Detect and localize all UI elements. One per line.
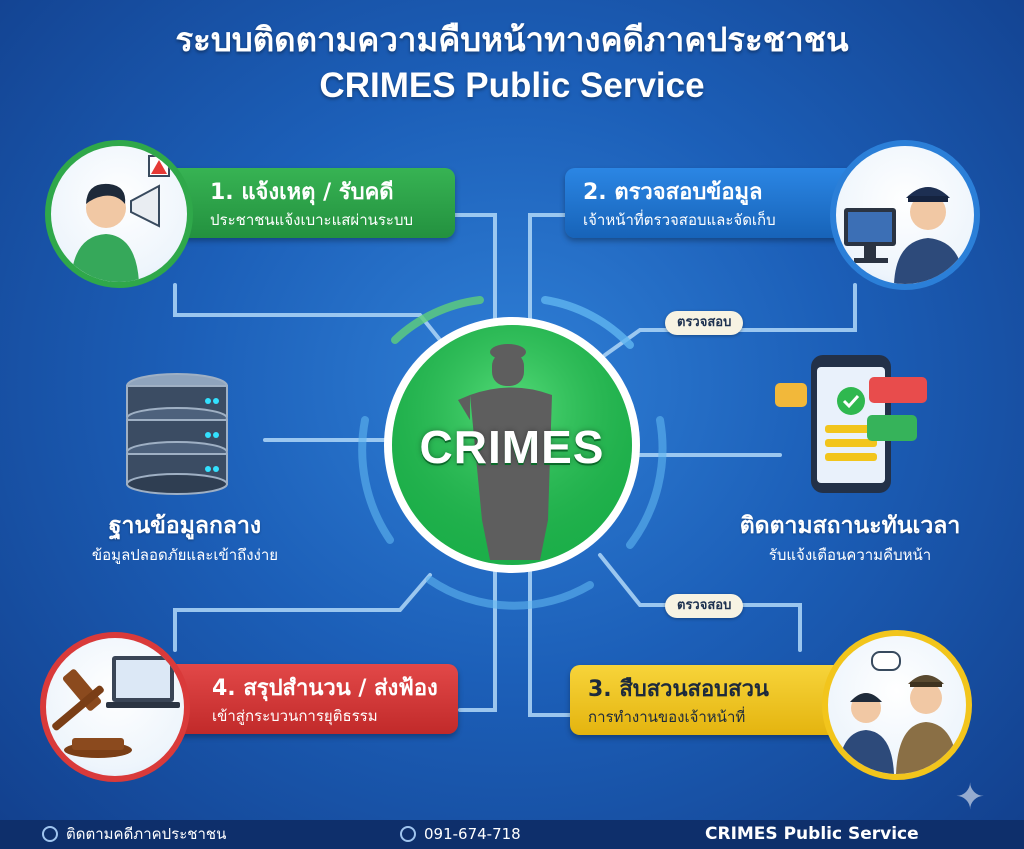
phone-notification-icon — [775, 355, 927, 493]
connector-step3 — [528, 558, 577, 717]
step-3-subtitle: การทำงานของเจ้าหน้าที่ — [588, 708, 746, 726]
database-subtitle: ข้อมูลปลอดภัยและเข้าถึงง่าย — [91, 546, 279, 564]
megaphone-person-icon — [71, 155, 170, 282]
step-2-box: 2. ตรวจสอบข้อมูล เจ้าหน้าที่ตรวจสอบและจั… — [565, 168, 865, 238]
connector-step1-lower — [173, 283, 442, 342]
footer-phone: 091-674-718 — [424, 825, 521, 843]
connector-step2 — [528, 213, 567, 347]
tracking-subtitle: รับแจ้งเตือนความคืบหน้า — [768, 546, 932, 564]
step-1-illustration — [45, 140, 193, 288]
connector-step1 — [453, 213, 497, 347]
police-officers-icon — [838, 651, 958, 774]
step-1-subtitle: ประชาชนแจ้งเบาะแสผ่านระบบ — [210, 211, 414, 229]
step-1-title: 1. แจ้งเหตุ / รับคดี — [210, 180, 394, 205]
tracking-feature: ติดตามสถานะทันเวลา รับแจ้งเตือนความคืบหน… — [700, 510, 1000, 568]
database-feature: ฐานข้อมูลกลาง ข้อมูลปลอดภัยและเข้าถึงง่า… — [40, 510, 330, 568]
footer: ติดตามคดีภาคประชาชน 091-674-718 CRIMES P… — [0, 820, 1024, 849]
title-english: CRIMES Public Service — [319, 66, 705, 105]
connector-step4-lower — [458, 563, 497, 712]
sparkle-icon: ✦ — [955, 777, 986, 818]
step-3-box: 3. สืบสวนสอบสวน การทำงานของเจ้าหน้าที่ — [570, 665, 870, 735]
footer-website: ติดตามคดีภาคประชาชน — [66, 825, 227, 843]
verify-tag-upper: ตรวจสอบ — [665, 311, 744, 335]
step-4-box: 4. สรุปสำนวน / ส่งฟ้อง เข้าสู่กระบวนการย… — [150, 664, 458, 734]
phone-icon — [400, 826, 416, 842]
step-4-illustration — [40, 632, 190, 782]
step-1-box: 1. แจ้งเหตุ / รับคดี ประชาชนแจ้งเบาะแสผ่… — [150, 168, 455, 238]
step-2-subtitle: เจ้าหน้าที่ตรวจสอบและจัดเก็บ — [583, 211, 776, 229]
gavel-laptop-icon — [52, 656, 180, 758]
center-rings — [358, 296, 667, 610]
verify-tag-lower: ตรวจสอบ — [665, 594, 744, 618]
step-4-subtitle: เข้าสู่กระบวนการยุติธรรม — [212, 707, 378, 725]
title-thai: ระบบติดตามความคืบหน้าทางคดีภาคประชาชน — [175, 20, 849, 59]
database-title: ฐานข้อมูลกลาง — [108, 513, 262, 539]
connector-step4 — [173, 573, 432, 652]
center-label: CRIMES — [419, 421, 605, 473]
database-icon — [126, 373, 228, 495]
step-3-illustration — [822, 630, 972, 780]
globe-icon — [42, 826, 58, 842]
step-3-title: 3. สืบสวนสอบสวน — [588, 677, 769, 702]
police-computer-icon — [844, 187, 964, 284]
step-2-illustration — [830, 140, 980, 290]
footer-brand: CRIMES Public Service — [705, 824, 919, 844]
step-4-title: 4. สรุปสำนวน / ส่งฟ้อง — [212, 676, 438, 701]
step-2-title: 2. ตรวจสอบข้อมูล — [583, 180, 763, 205]
page-title: ระบบติดตามความคืบหน้าทางคดีภาคประชาชน CR… — [0, 18, 1024, 110]
phone-illustration — [775, 345, 935, 495]
tracking-title: ติดตามสถานะทันเวลา — [739, 513, 961, 539]
officer-silhouette-icon — [458, 344, 552, 560]
